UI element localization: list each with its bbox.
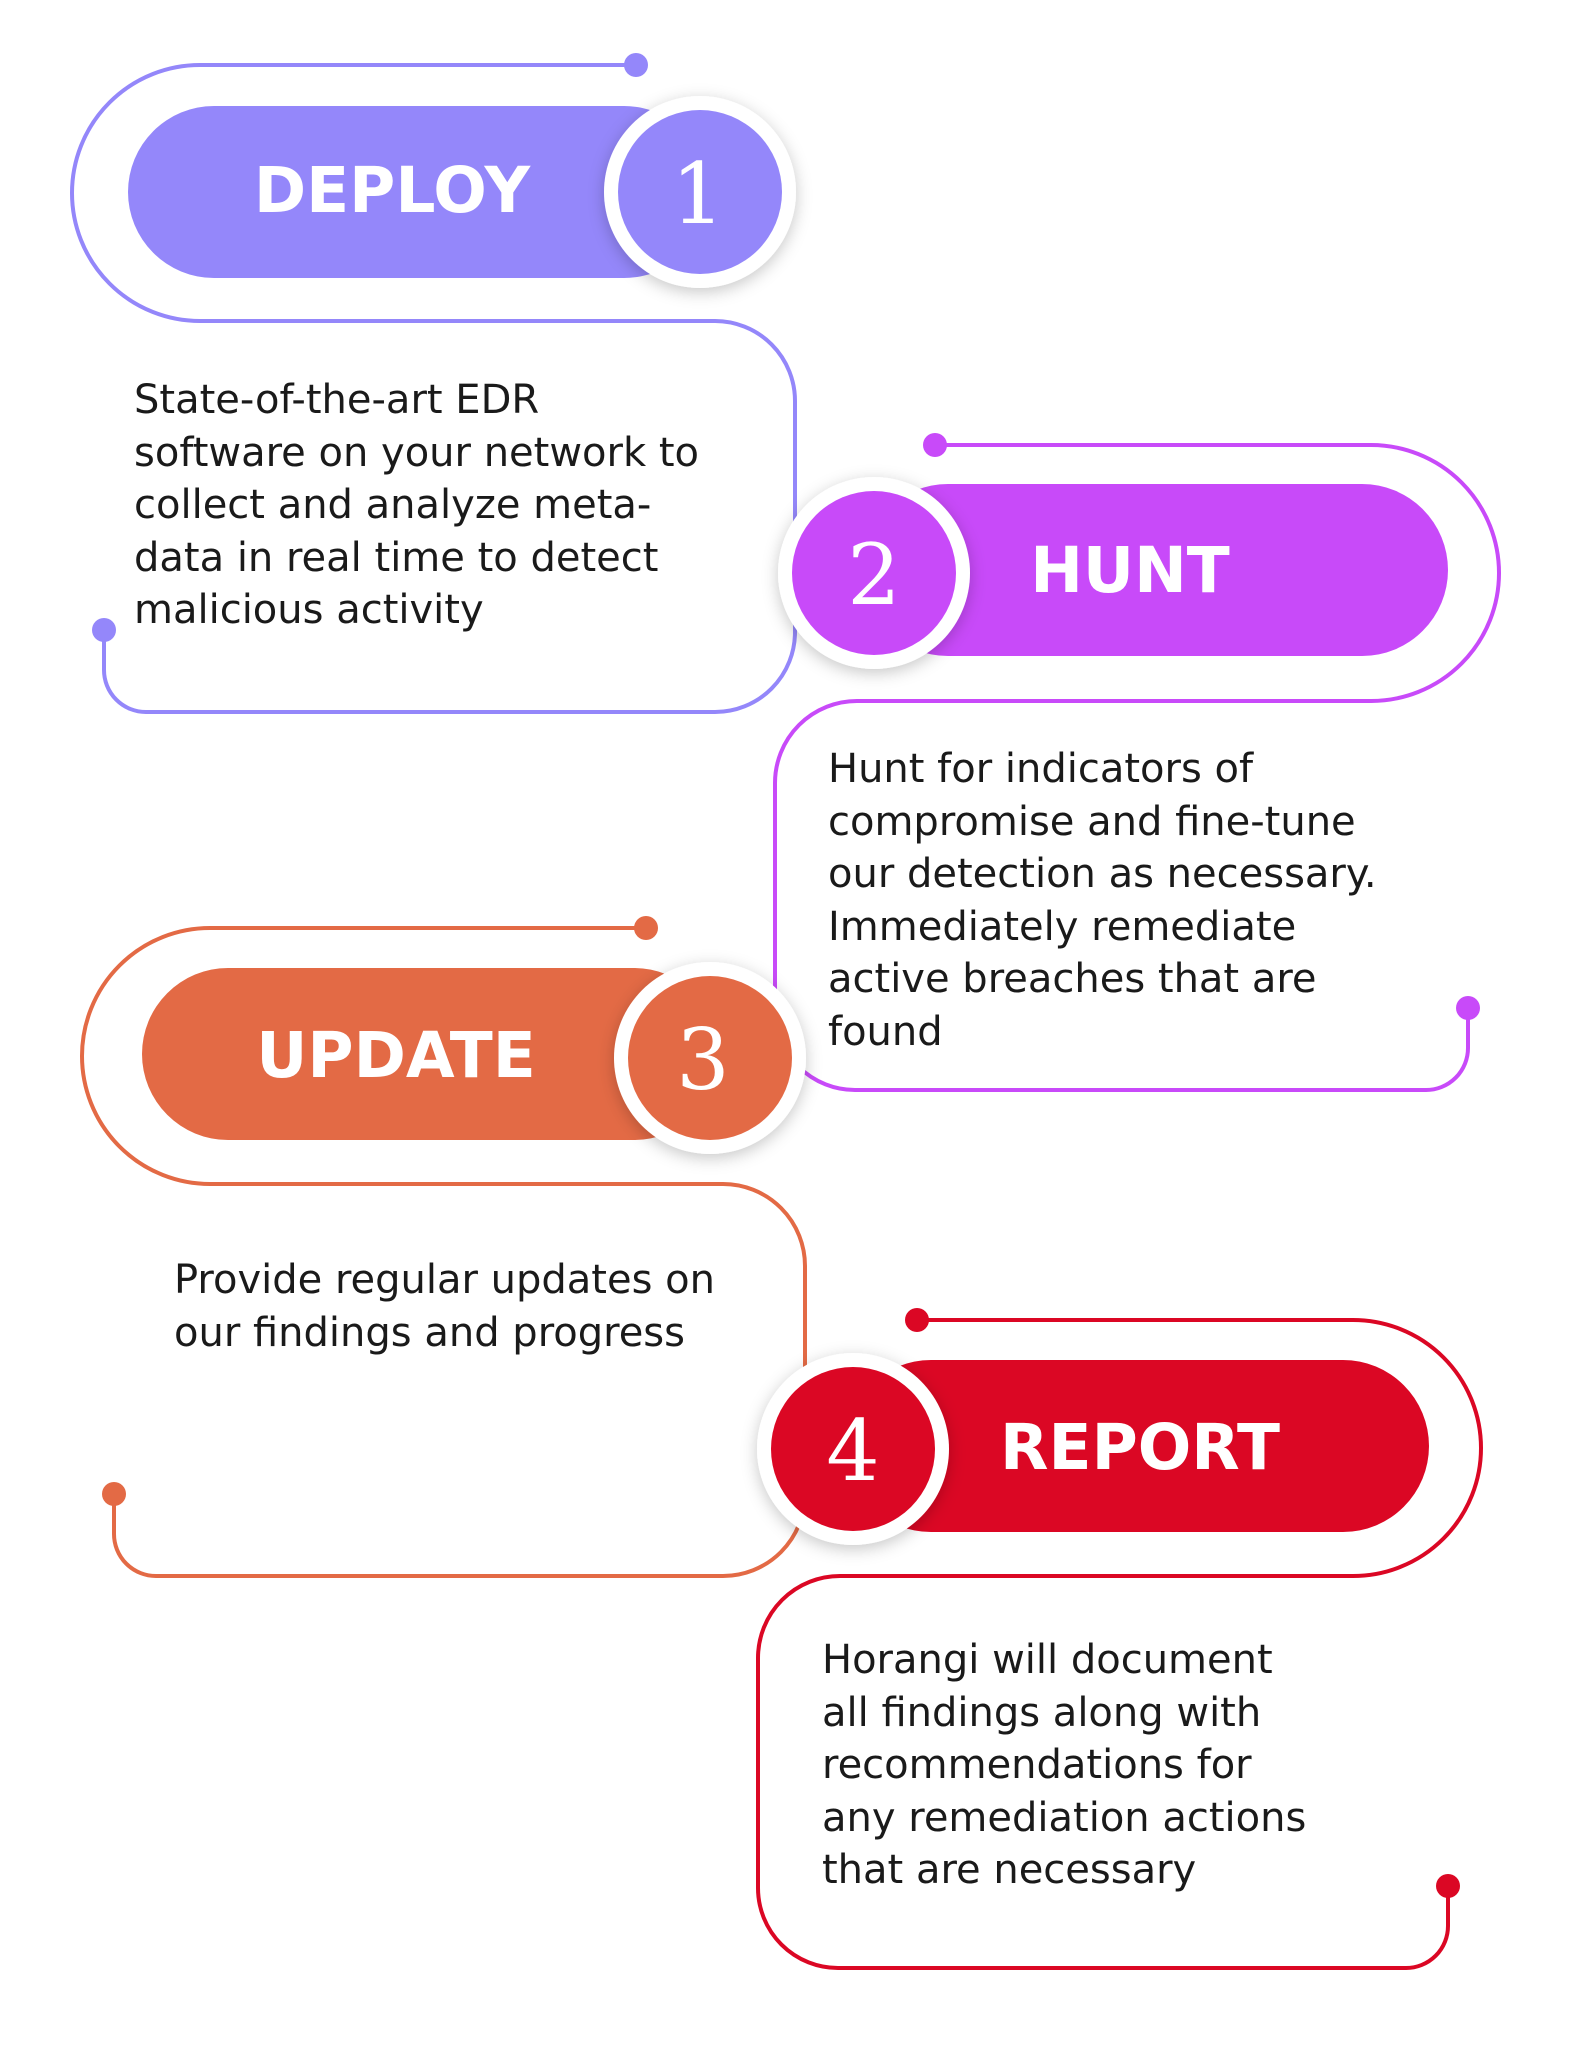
report-connector-dot-top bbox=[905, 1308, 929, 1332]
report-pill bbox=[845, 1360, 1429, 1532]
hunt-connector-dot-bottom bbox=[1456, 996, 1480, 1020]
hunt-description-line: Hunt for indicators of bbox=[828, 746, 1254, 792]
deploy-description-line: malicious activity bbox=[134, 587, 484, 633]
update-connector-dot-top bbox=[634, 916, 658, 940]
report-title: REPORT bbox=[1000, 1411, 1280, 1484]
hunt-description: Hunt for indicators of compromise and fi… bbox=[828, 743, 1377, 1058]
report-description-line: Horangi will document bbox=[822, 1637, 1273, 1683]
hunt-description-line: our detection as necessary. bbox=[828, 851, 1377, 897]
deploy-connector-dot-bottom bbox=[92, 618, 116, 642]
update-connector bbox=[80, 926, 807, 1578]
hunt-connector bbox=[773, 443, 1501, 1092]
report-connector bbox=[756, 1318, 1483, 1970]
deploy-description-line: data in real time to detect bbox=[134, 534, 659, 581]
update-badge bbox=[628, 976, 792, 1140]
report-number: 4 bbox=[826, 1402, 879, 1500]
report-description-line: that are necessary bbox=[822, 1847, 1197, 1893]
update-description: Provide regular updates on our findings … bbox=[174, 1254, 715, 1359]
deploy-number: 1 bbox=[671, 145, 724, 243]
deploy-connector bbox=[70, 63, 797, 714]
hunt-description-line: Immediately remediate bbox=[828, 903, 1297, 950]
step-hunt: HUNT 2 bbox=[773, 433, 1501, 1092]
report-description: Horangi will document all findings along… bbox=[822, 1634, 1306, 1897]
deploy-badge bbox=[618, 110, 782, 274]
update-number: 3 bbox=[676, 1011, 729, 1109]
deploy-pill bbox=[128, 106, 710, 278]
hunt-description-line: found bbox=[828, 1008, 943, 1055]
hunt-badge bbox=[792, 491, 956, 655]
update-connector-dot-bottom bbox=[102, 1482, 126, 1506]
step-report: REPORT 4 bbox=[756, 1308, 1483, 1970]
hunt-description-line: compromise and fine-tune bbox=[828, 798, 1356, 845]
hunt-title: HUNT bbox=[1030, 534, 1230, 607]
update-title: UPDATE bbox=[256, 1019, 536, 1092]
report-connector-dot-bottom bbox=[1436, 1874, 1460, 1898]
deploy-title: DEPLOY bbox=[254, 154, 532, 227]
hunt-pill bbox=[862, 484, 1448, 656]
step-update: UPDATE 3 bbox=[80, 916, 807, 1578]
update-description-line: Provide regular updates on bbox=[174, 1257, 715, 1303]
deploy-connector-dot-top bbox=[624, 53, 648, 77]
report-description-line: recommendations for bbox=[822, 1742, 1252, 1788]
deploy-description-line: State-of-the-art EDR bbox=[134, 377, 540, 423]
deploy-description-line: collect and analyze meta- bbox=[134, 482, 652, 528]
hunt-connector-dot-top bbox=[923, 433, 947, 457]
update-description-line: our findings and progress bbox=[174, 1309, 685, 1356]
step-deploy: DEPLOY 1 bbox=[70, 53, 797, 714]
deploy-description-line: software on your network to bbox=[134, 429, 699, 476]
hunt-description-line: active breaches that are bbox=[828, 956, 1317, 1002]
deploy-description: State-of-the-art EDR software on your ne… bbox=[134, 374, 699, 637]
report-badge bbox=[771, 1367, 935, 1531]
hunt-number: 2 bbox=[847, 526, 900, 624]
report-description-line: any remediation actions bbox=[822, 1794, 1307, 1841]
report-description-line: all findings along with bbox=[822, 1689, 1262, 1736]
update-pill bbox=[142, 968, 720, 1140]
